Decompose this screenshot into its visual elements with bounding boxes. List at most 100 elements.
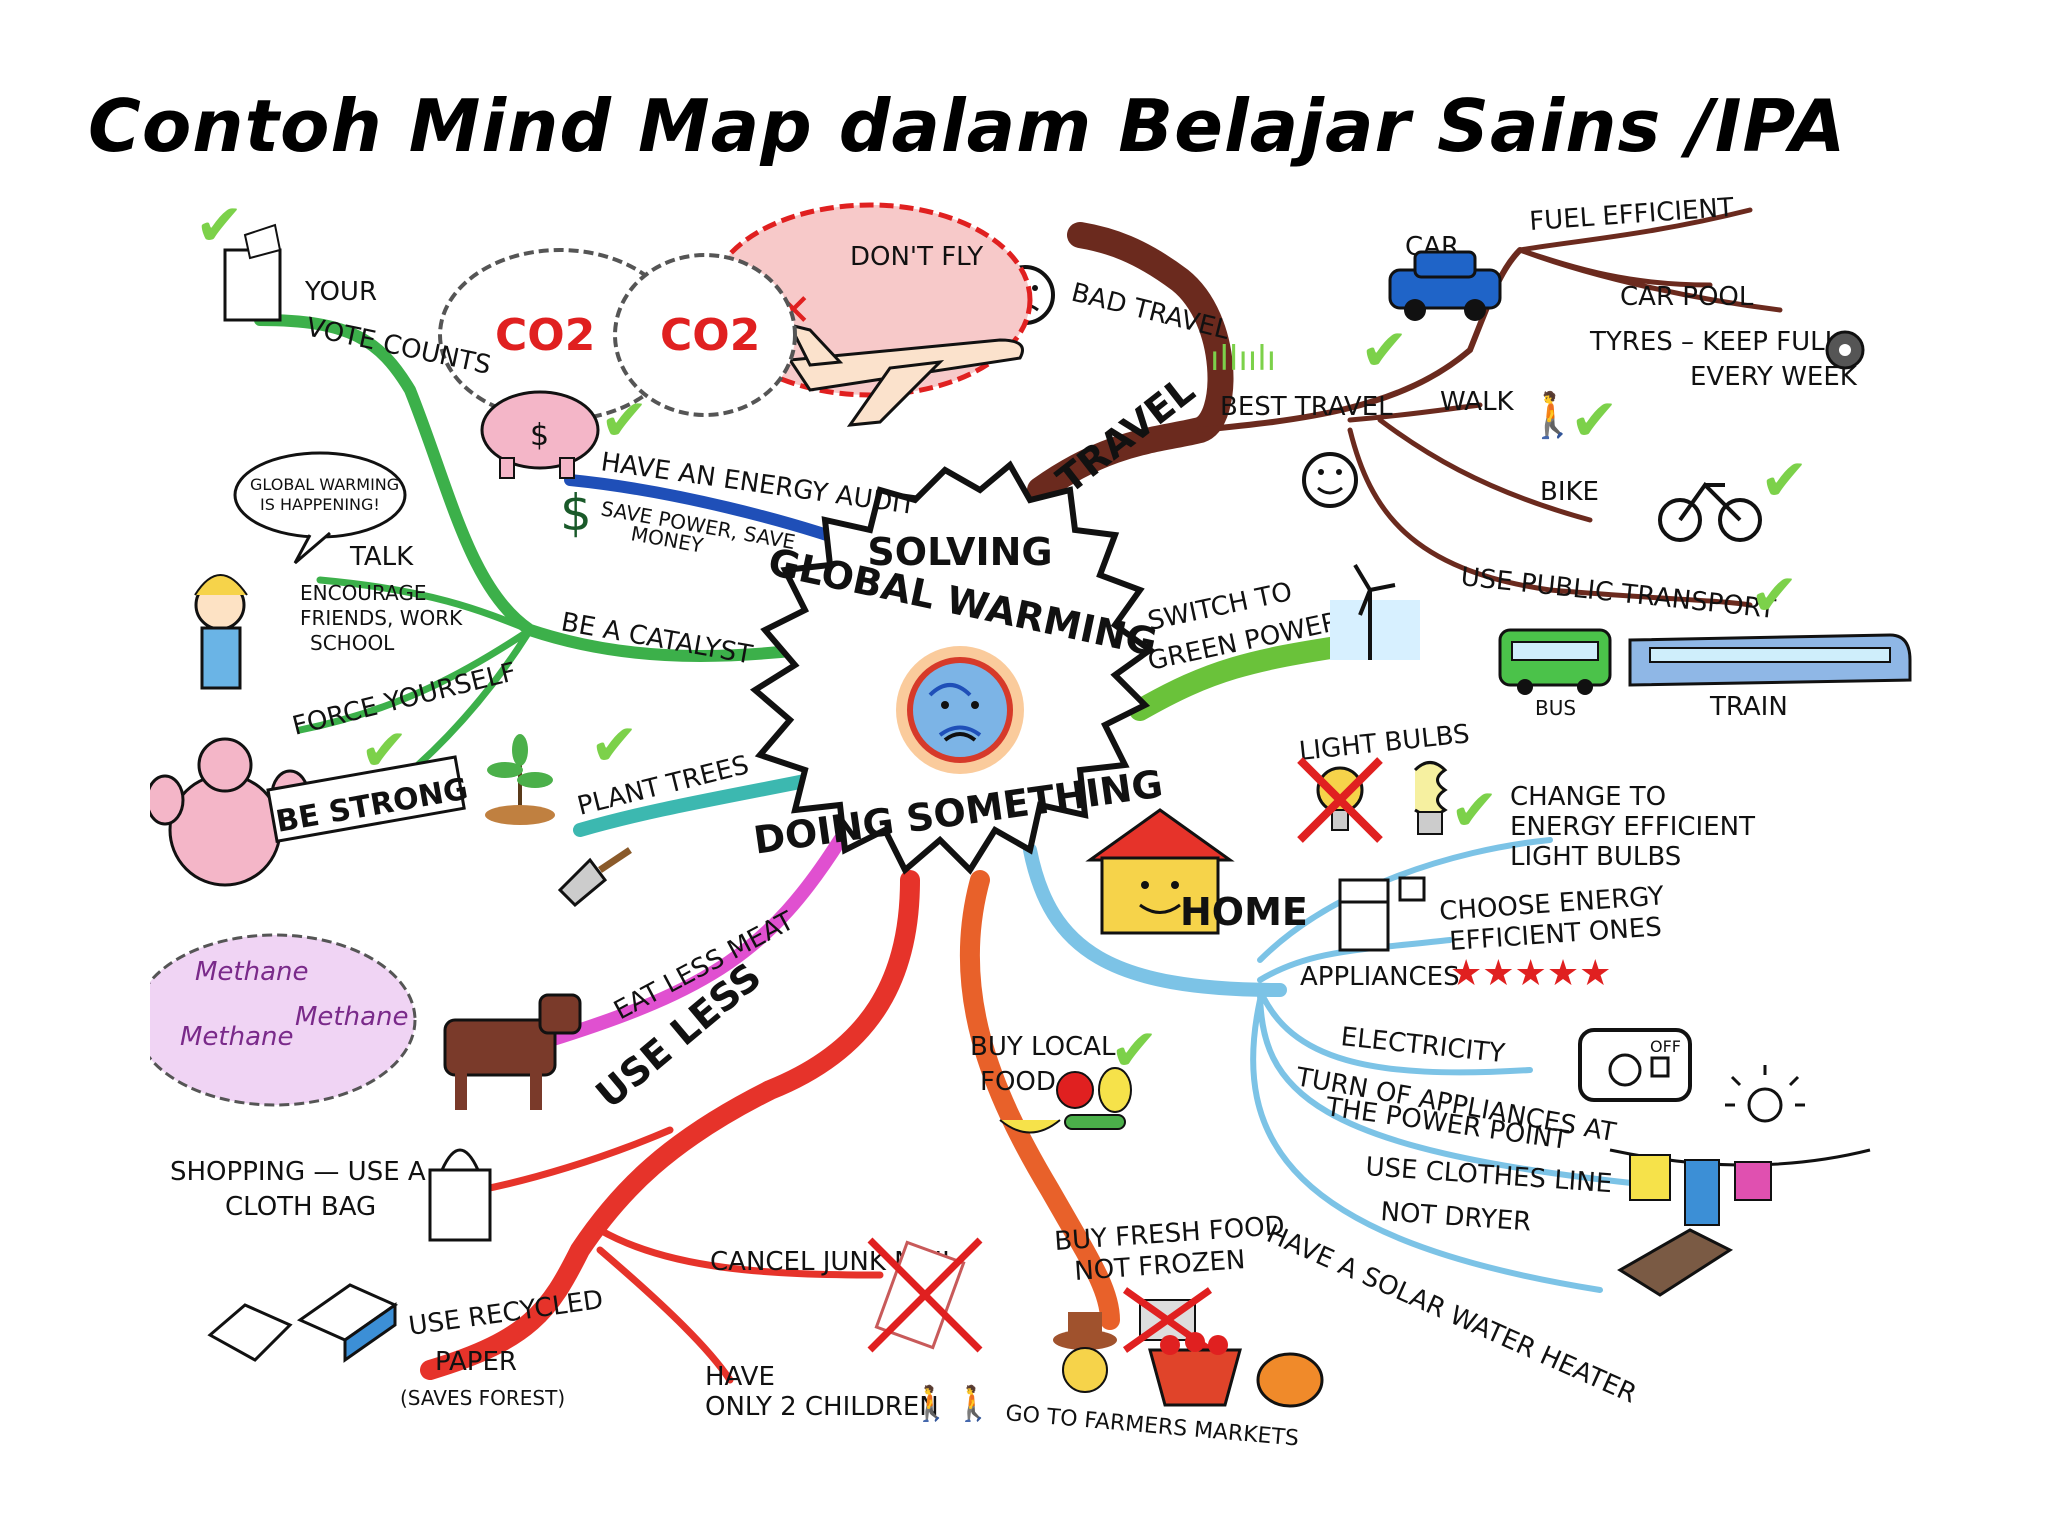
change-to-label: CHANGE TO — [1510, 782, 1666, 812]
best-travel-check-icon: ✔ — [1360, 316, 1409, 384]
car-pool-label: CAR POOL — [1620, 282, 1754, 312]
walk-label: WALK — [1440, 387, 1515, 417]
train-icon — [1628, 633, 1912, 687]
efficient-bulb-icon — [1413, 761, 1448, 835]
home-subbranches — [1250, 837, 1653, 1293]
light-bulbs-2-label: LIGHT BULBS — [1510, 842, 1681, 872]
efficient-bulb-check-icon: ✔ — [1450, 776, 1499, 844]
wind-turbine-icon — [1330, 563, 1420, 660]
catalyst-branch — [254, 314, 806, 662]
trowel-icon — [557, 847, 632, 908]
home-branch — [1023, 843, 1287, 997]
travel-subbranch-bike — [1377, 417, 1593, 523]
sad-earth-icon — [896, 646, 1024, 774]
travel-branch — [1027, 222, 1234, 503]
clothes-line-icon — [1609, 1148, 1871, 1226]
energy-audit-check-icon: ✔ — [600, 386, 649, 454]
school-label: SCHOOL — [310, 631, 395, 655]
methane-cloud — [150, 933, 417, 1107]
methane-label-2: Methane — [295, 1002, 409, 1032]
fuel-efficient-label: FUEL EFFICIENT — [1528, 193, 1734, 237]
farmer-icon — [1053, 1312, 1117, 1393]
bike-check-icon: ✔ — [1760, 446, 1809, 514]
be-a-catalyst-label: BE A CATALYST — [559, 607, 755, 670]
power-switch-icon — [1578, 1028, 1692, 1102]
co2-cloud-right — [613, 253, 797, 417]
sun-icon — [1725, 1065, 1805, 1123]
food-label: FOOD — [980, 1067, 1056, 1097]
buy-local-label: BUY LOCAL — [970, 1032, 1116, 1062]
pumpkin-icon — [1256, 1352, 1324, 1408]
co2-label-left: CO2 — [495, 310, 595, 361]
bike-label: BIKE — [1540, 477, 1599, 507]
green-power-branch — [1129, 634, 1361, 721]
local-food-branch — [959, 870, 1120, 1330]
plant-trees-check-icon: ✔ — [590, 711, 639, 779]
paper-stack-icon — [296, 1283, 399, 1363]
saves-forest-label: (SAVES FOREST) — [400, 1386, 565, 1410]
cloth-bag-icon — [428, 1148, 492, 1242]
children-icon: 🚶🚶 — [910, 1384, 995, 1424]
energy-rating-stars: ★★★★★ — [1450, 953, 1611, 994]
piggy-dollar: $ — [530, 418, 549, 453]
home-label: HOME — [1180, 890, 1308, 934]
cow-icon — [443, 993, 582, 1110]
co2-label-right: CO2 — [660, 310, 760, 361]
bus-label: BUS — [1535, 696, 1576, 720]
have-label: HAVE — [705, 1362, 775, 1392]
tyres-label: TYRES – KEEP FULL — [1589, 327, 1840, 357]
tyre-icon — [1825, 330, 1865, 370]
public-transport-label: USE PUBLIC TRANSPORT — [1459, 562, 1777, 625]
off-label: OFF — [1650, 1037, 1681, 1056]
house-icon — [1085, 808, 1235, 935]
paper-label: PAPER — [435, 1347, 517, 1377]
your-label: YOUR — [304, 277, 377, 307]
fruit-and-veg-icon — [999, 1067, 1132, 1134]
encourage-label: ENCOURAGE — [300, 581, 427, 605]
frozen-food-crossed-icon — [1122, 1287, 1213, 1353]
fruit-basket-icon — [1148, 1332, 1242, 1407]
light-bulbs-label: LIGHT BULBS — [1298, 719, 1471, 767]
shopping-label: SHOPPING — USE A — [170, 1157, 426, 1187]
woman-icon — [194, 574, 248, 690]
bus-icon — [1498, 628, 1612, 695]
fridge-icon — [1338, 876, 1426, 952]
energy-efficient-label: ENERGY EFFICIENT — [1510, 812, 1755, 842]
use-less-branch — [420, 870, 920, 1380]
vote-check-icon: ✔ — [195, 191, 244, 259]
talk-label: TALK — [349, 542, 414, 572]
junk-mail-crossed-icon — [867, 1237, 983, 1353]
two-children-label: ONLY 2 CHILDREN — [705, 1392, 939, 1422]
cloth-bag-label: CLOTH BAG — [225, 1192, 376, 1222]
meat-branch — [543, 833, 847, 1047]
bicycle-icon — [1658, 481, 1762, 542]
friends-work-label: FRIENDS, WORK — [300, 606, 463, 630]
farmers-markets-label: GO TO FARMERS MARKETS — [1004, 1401, 1299, 1452]
methane-label-3: Methane — [180, 1022, 294, 1052]
not-dryer-label: NOT DRYER — [1380, 1197, 1533, 1237]
speech-bubble — [233, 451, 407, 565]
ballot-box-icon — [223, 223, 282, 322]
walk-check-icon: ✔ — [1570, 386, 1619, 454]
paper-icon — [207, 1303, 293, 1362]
slide-title: Contoh Mind Map dalam Belajar Sains /IPA — [88, 84, 1847, 168]
dollar-icon: $ — [560, 484, 592, 542]
happy-face-icon — [1302, 452, 1358, 508]
travel-subbranch-public — [1347, 427, 1753, 608]
travel-subbranch-walk — [1347, 402, 1483, 423]
old-bulb-crossed-icon — [1297, 757, 1383, 843]
solar-panel-icon — [1617, 1228, 1734, 1297]
bubble-line-2: IS HAPPENING! — [260, 495, 380, 514]
center-title-solving: SOLVING — [867, 530, 1052, 574]
car-icon — [1388, 250, 1502, 321]
be-strong-box — [266, 755, 466, 843]
strongman-icon — [150, 737, 310, 887]
methane-label-1: Methane — [195, 957, 309, 987]
every-week-label: EVERY WEEK — [1690, 362, 1858, 392]
bubble-line-1: GLOBAL WARMING — [250, 475, 399, 494]
travel-subbranch-car — [1517, 207, 1783, 313]
grass-decoration: ıllıılı — [1210, 339, 1276, 379]
train-label: TRAIN — [1709, 692, 1788, 722]
dont-fly-label: DON'T FLY — [850, 242, 983, 272]
use-less-subbranches — [476, 1126, 884, 1384]
